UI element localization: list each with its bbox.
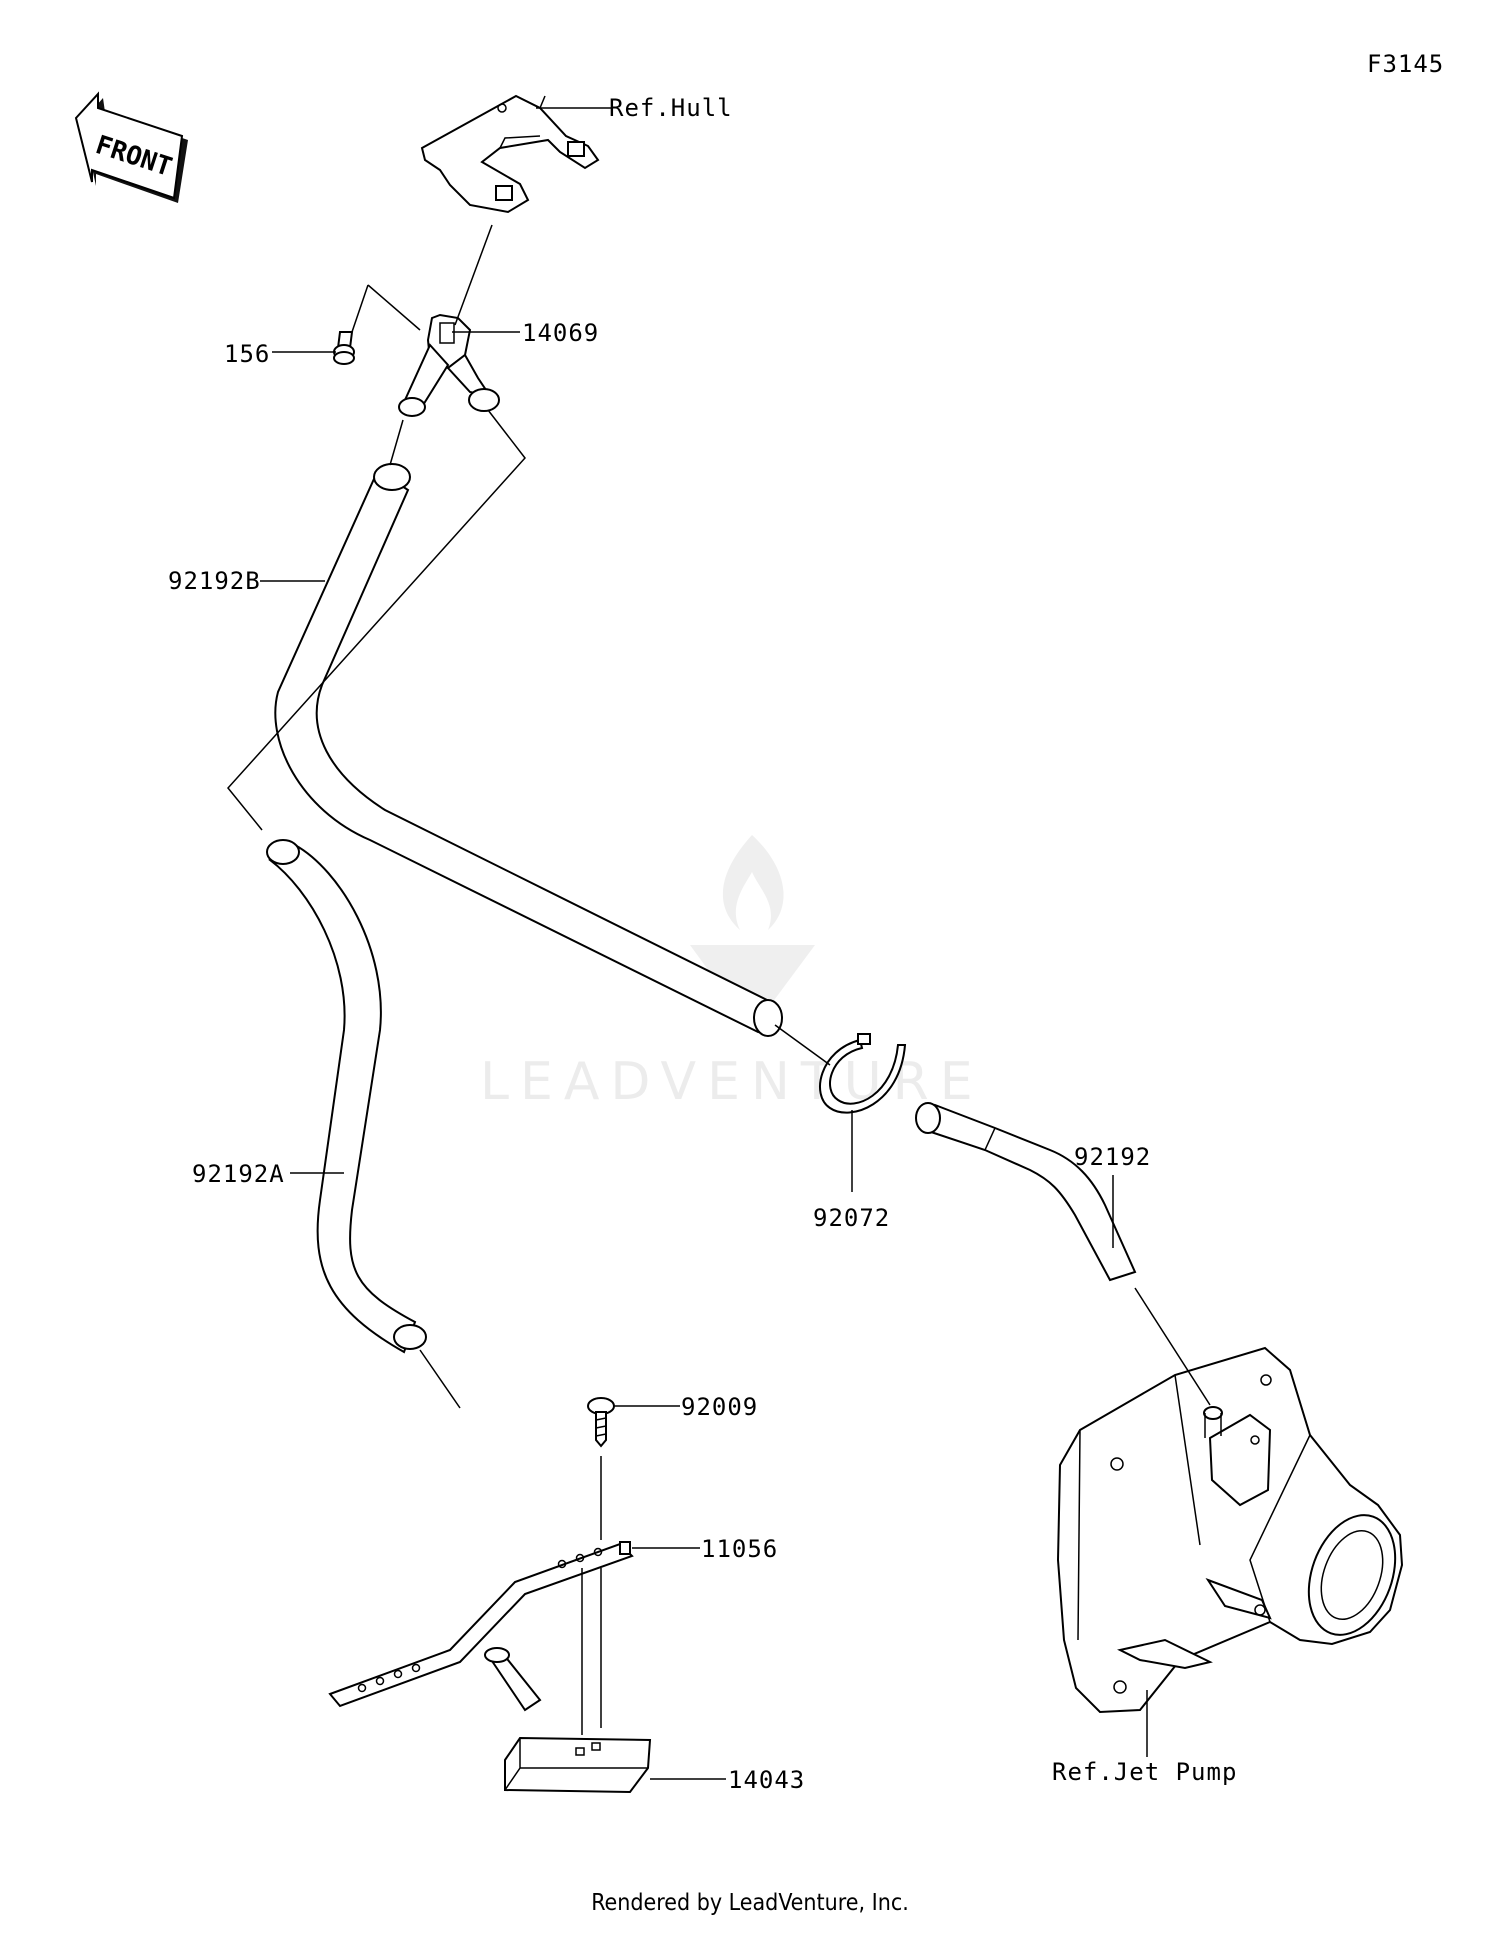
tee-fitting-14069 xyxy=(398,313,500,417)
hose-92192A xyxy=(266,839,427,1354)
hull-bracket xyxy=(420,94,600,214)
callout-14043: 14043 xyxy=(728,1766,806,1794)
callout-92192: 92192 xyxy=(1074,1143,1152,1171)
leader-lines xyxy=(227,107,1211,1780)
hose-92192 xyxy=(915,1102,1137,1282)
jet-pump-housing xyxy=(1056,1346,1404,1714)
clamp-92072 xyxy=(819,1033,907,1114)
callout-11056: 11056 xyxy=(701,1535,779,1563)
strainer-14043 xyxy=(484,1647,652,1794)
footer-credit: Rendered by LeadVenture, Inc. xyxy=(591,1890,909,1916)
front-arrow: FRONT xyxy=(74,91,188,203)
watermark-logo xyxy=(690,835,815,1030)
callout-ref-jet-pump: Ref.Jet Pump xyxy=(1052,1758,1238,1786)
bracket-11056 xyxy=(328,1541,634,1708)
hose-92192B xyxy=(274,463,783,1037)
diagram-id: F3145 xyxy=(1367,50,1445,78)
callout-14069: 14069 xyxy=(522,319,600,347)
callout-92072: 92072 xyxy=(813,1204,891,1232)
callout-ref-hull: Ref.Hull xyxy=(609,94,733,122)
bolt-156 xyxy=(333,331,355,365)
callout-92192A: 92192A xyxy=(192,1160,285,1188)
callout-92192B: 92192B xyxy=(168,567,261,595)
callout-92009: 92009 xyxy=(681,1393,759,1421)
screw-92009 xyxy=(587,1397,615,1448)
callout-156: 156 xyxy=(224,340,271,368)
